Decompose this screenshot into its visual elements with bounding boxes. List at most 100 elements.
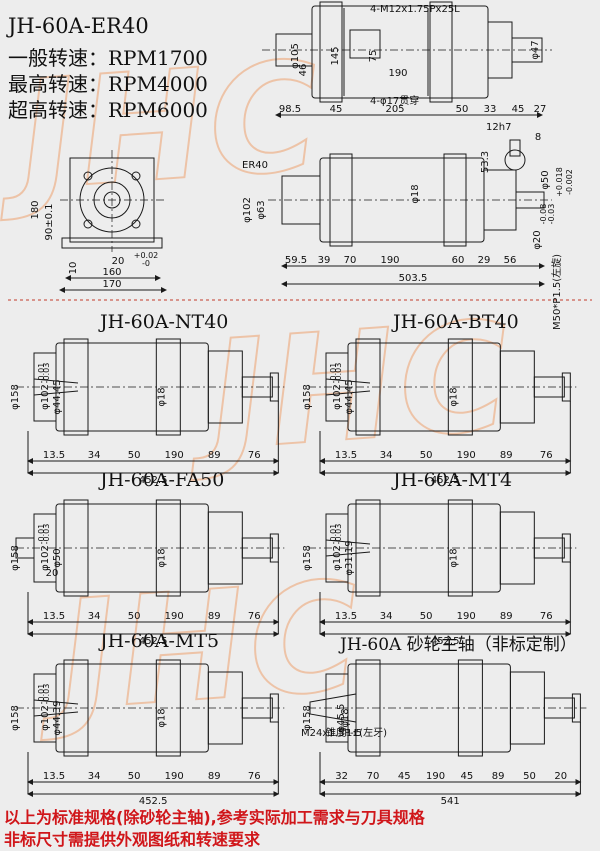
tool-bore bbox=[325, 378, 371, 396]
dimension-label: 33 bbox=[484, 104, 497, 115]
diameter-label: φ18 bbox=[340, 708, 351, 727]
tool-bore bbox=[33, 699, 79, 717]
tolerance-label: +0.02 bbox=[134, 251, 159, 260]
speed-ultra: 超高转速：RPM6000 bbox=[8, 98, 208, 122]
dimension-label: 60 bbox=[452, 255, 465, 266]
dimension-label: 13.5 bbox=[43, 611, 65, 622]
dimension-label: 76 bbox=[540, 450, 553, 461]
drawing-shape bbox=[349, 29, 381, 59]
dimension-label: 50 bbox=[523, 771, 536, 782]
dimension-label: 29 bbox=[478, 255, 491, 266]
total-length-label: 503.5 bbox=[399, 273, 428, 284]
diameter-label: φ158 bbox=[10, 705, 21, 731]
bolt-hole bbox=[83, 171, 93, 181]
dimension-label: 锥度1:5 bbox=[326, 726, 362, 739]
model-title: JH-60A-ER40 bbox=[8, 14, 149, 38]
diameter-label: φ102 bbox=[332, 545, 343, 571]
dimension-label: 34 bbox=[380, 611, 393, 622]
diameter-label: φ102 bbox=[40, 705, 51, 731]
dimension-label: 190 bbox=[426, 771, 445, 782]
diameter-label: φ44.39 bbox=[52, 700, 63, 735]
tolerance-label: -0.01 bbox=[37, 684, 46, 705]
dimension-label: 34 bbox=[88, 771, 101, 782]
tolerance-label: -0.08 bbox=[539, 204, 548, 225]
diameter-label: φ18 bbox=[448, 548, 459, 567]
tolerance-label: -0.03 bbox=[334, 524, 343, 545]
dimension-label: 10 bbox=[68, 262, 79, 275]
diameter-label: φ18 bbox=[410, 184, 421, 203]
tolerance-label: +0.018 bbox=[555, 167, 564, 197]
diameter-label: φ18 bbox=[156, 548, 167, 567]
dimension-label: 145 bbox=[330, 46, 341, 65]
drawing-shape bbox=[429, 1, 453, 103]
diameter-label: φ18 bbox=[156, 387, 167, 406]
diameter-label: φ158 bbox=[10, 384, 21, 410]
dimension-label: 76 bbox=[248, 611, 261, 622]
dimension-label: 45 bbox=[330, 104, 343, 115]
dimension-label: 8 bbox=[535, 132, 541, 143]
dimension-label: 32 bbox=[335, 771, 348, 782]
footer-note-2: 非标尺寸需提供外观图纸和转速要求 bbox=[4, 830, 261, 849]
dimension-label: 75 bbox=[368, 50, 379, 63]
total-length-label: 452.5 bbox=[431, 636, 460, 647]
dimension-label: 34 bbox=[380, 450, 393, 461]
tolerance-label: -0.03 bbox=[42, 363, 51, 384]
dimension-label: 89 bbox=[208, 611, 221, 622]
dimension-label: 13.5 bbox=[335, 611, 357, 622]
tolerance-label: -0.03 bbox=[42, 684, 51, 705]
diameter-label: φ102 bbox=[40, 384, 51, 410]
shaft-circle bbox=[504, 149, 526, 171]
drawing-shape bbox=[319, 1, 343, 103]
dimension-label: 170 bbox=[102, 279, 121, 290]
speed-max: 最高转速：RPM4000 bbox=[8, 72, 208, 96]
bolt-hole bbox=[83, 219, 93, 229]
total-length-label: 541 bbox=[441, 796, 460, 807]
dimension-label: 46 bbox=[298, 64, 309, 77]
dimension-label: 190 bbox=[380, 255, 399, 266]
dimension-label: 53.3 bbox=[480, 151, 491, 173]
key-label: 12h7 bbox=[486, 122, 511, 133]
footer-note-1: 以上为标准规格(除砂轮主轴),参考实际加工需求与刀具规格 bbox=[4, 808, 425, 827]
dimension-label: 50 bbox=[420, 450, 433, 461]
diameter-label: φ158 bbox=[302, 384, 313, 410]
diameter-label: φ18 bbox=[448, 387, 459, 406]
hole-label: 4-φ17贯穿 bbox=[370, 94, 419, 107]
view-title-bt40: JH-60A-BT40 bbox=[393, 311, 519, 333]
speed-general: 一般转速：RPM1700 bbox=[8, 46, 208, 70]
tolerance-label: -0 bbox=[142, 259, 150, 268]
dimension-label: 76 bbox=[248, 771, 261, 782]
drawing-shape bbox=[509, 139, 521, 157]
collet-label: ER40 bbox=[242, 160, 268, 171]
dimension-label: 70 bbox=[344, 255, 357, 266]
diameter-label: φ47 bbox=[530, 40, 541, 59]
tolerance-label: -0.01 bbox=[329, 524, 338, 545]
dimension-label: 34 bbox=[88, 611, 101, 622]
diameter-label: φ50 bbox=[540, 170, 551, 189]
dimension-label: 190 bbox=[165, 450, 184, 461]
total-length-label: 452.5 bbox=[431, 475, 460, 486]
dimension-label: 70 bbox=[367, 771, 380, 782]
dimension-label: 89 bbox=[208, 771, 221, 782]
total-length-label: 452.5 bbox=[139, 636, 168, 647]
dimension-label: 56 bbox=[504, 255, 517, 266]
dimension-label: 89 bbox=[500, 450, 513, 461]
diameter-label: φ44.45 bbox=[344, 379, 355, 414]
bolt-hole bbox=[131, 171, 141, 181]
dimension-label: 180 bbox=[30, 200, 41, 219]
bolt-hole bbox=[131, 219, 141, 229]
dimension-label: 160 bbox=[102, 267, 121, 278]
dimension-label: 190 bbox=[457, 611, 476, 622]
view-title-nt40: JH-60A-NT40 bbox=[100, 311, 229, 333]
dimension-label: 90±0.1 bbox=[44, 203, 55, 240]
dimension-label: 20 bbox=[554, 771, 567, 782]
dimension-label: 50 bbox=[128, 771, 141, 782]
total-length-label: 452.5 bbox=[139, 796, 168, 807]
tool-taper bbox=[309, 693, 357, 723]
diameter-label: φ63 bbox=[256, 200, 267, 219]
diameter-label: φ45.5 bbox=[336, 704, 347, 733]
dimension-label: M24x1.5P-L(左牙) bbox=[301, 726, 387, 739]
dimension-label: 89 bbox=[492, 771, 505, 782]
tolerance-label: -0.03 bbox=[42, 524, 51, 545]
diameter-label: φ20 bbox=[532, 230, 543, 249]
